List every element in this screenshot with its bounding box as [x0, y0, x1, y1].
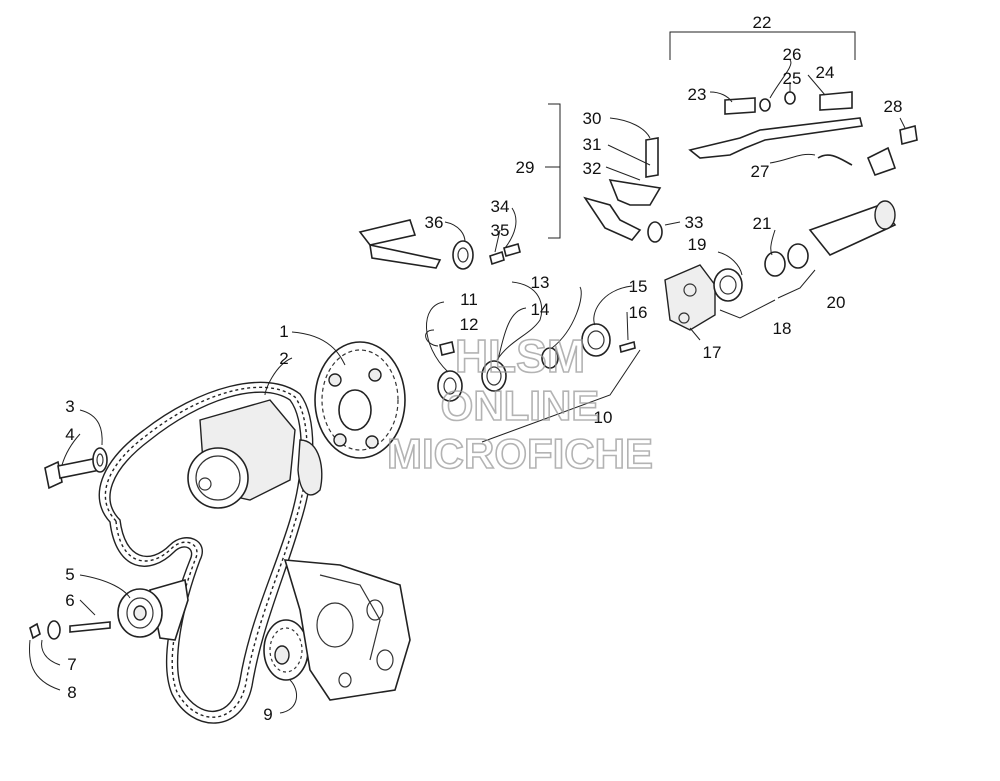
callout-11: 11 — [460, 290, 478, 309]
callout-12: 12 — [460, 315, 479, 334]
sprocket-bolt — [44, 447, 108, 490]
seal-stack — [437, 323, 636, 402]
belt-tensioner — [29, 578, 189, 641]
callout-34: 34 — [491, 197, 510, 216]
timing-belt — [98, 381, 314, 724]
watermark: HLSM ONLINE MICROFICHE — [386, 329, 654, 478]
linkage-assembly — [688, 91, 918, 177]
callout-14: 14 — [531, 300, 550, 319]
callout-9: 9 — [263, 705, 272, 724]
callout-29: 29 — [516, 158, 535, 177]
callout-4: 4 — [65, 425, 74, 444]
distributor-assembly — [664, 200, 897, 331]
callout-10: 10 — [594, 408, 613, 427]
callout-17: 17 — [703, 343, 722, 362]
callout-16: 16 — [629, 303, 648, 322]
callout-36: 36 — [425, 213, 444, 232]
callout-18: 18 — [773, 319, 792, 338]
callout-33: 33 — [685, 213, 704, 232]
callout-23: 23 — [688, 85, 707, 104]
callout-19: 19 — [688, 235, 707, 254]
callout-labels: 1 2 3 4 5 6 7 8 9 10 11 12 13 14 15 16 1… — [65, 13, 902, 724]
callout-21: 21 — [753, 214, 772, 233]
oil-pump-housing — [283, 559, 411, 701]
callout-20: 20 — [827, 293, 846, 312]
leader-lines — [29, 31, 906, 714]
crank-sprocket — [263, 619, 309, 681]
callout-15: 15 — [629, 277, 648, 296]
callout-26: 26 — [783, 45, 802, 64]
callout-13: 13 — [531, 273, 550, 292]
watermark-line-2: ONLINE — [441, 382, 600, 429]
callout-28: 28 — [884, 97, 903, 116]
shift-fork — [583, 137, 663, 243]
callout-35: 35 — [491, 221, 510, 240]
callout-2: 2 — [279, 349, 288, 368]
watermark-line-1: HLSM — [455, 330, 585, 382]
callout-27: 27 — [751, 162, 770, 181]
watermark-line-3: MICROFICHE — [387, 430, 653, 477]
callout-22: 22 — [753, 13, 772, 32]
selector-arm — [358, 219, 521, 270]
water-pump — [187, 399, 323, 509]
callout-31: 31 — [583, 135, 602, 154]
callout-5: 5 — [65, 565, 74, 584]
callout-30: 30 — [583, 109, 602, 128]
callout-1: 1 — [279, 322, 288, 341]
callout-6: 6 — [65, 591, 74, 610]
cam-sprocket — [314, 341, 406, 459]
callout-8: 8 — [67, 683, 76, 702]
callout-3: 3 — [65, 397, 74, 416]
callout-7: 7 — [67, 655, 76, 674]
callout-32: 32 — [583, 159, 602, 178]
callout-24: 24 — [816, 63, 835, 82]
callout-25: 25 — [783, 69, 802, 88]
